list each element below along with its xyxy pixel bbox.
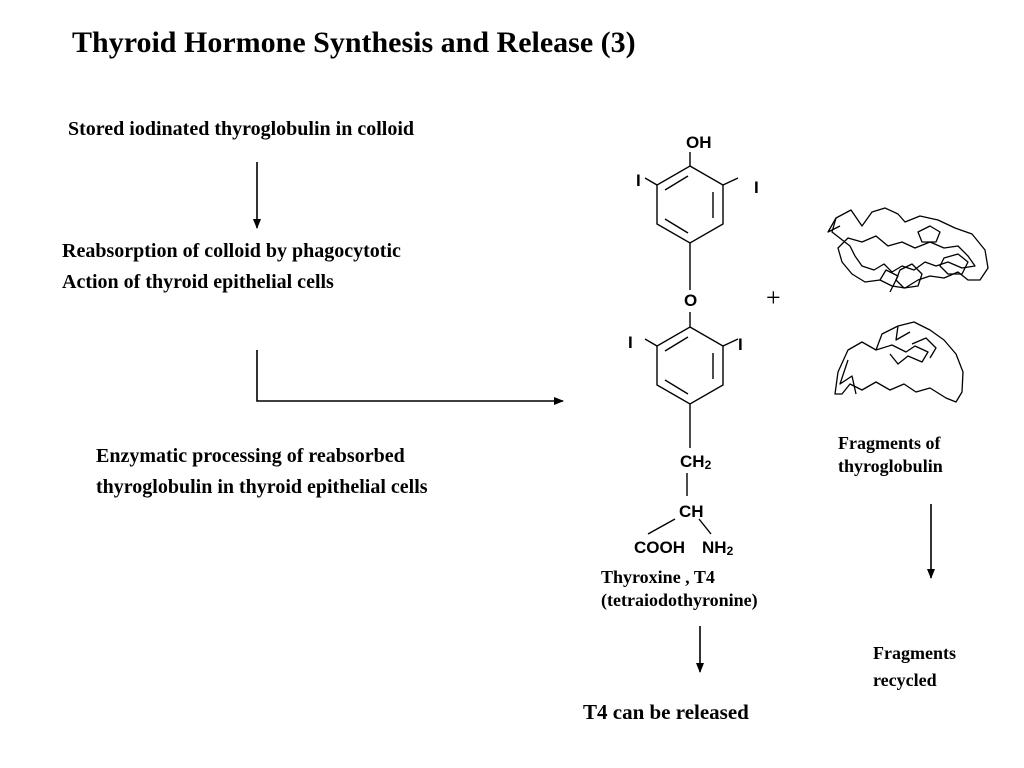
thyroxine-full-name: (tetraiodothyronine) xyxy=(601,590,758,610)
step-enzymatic-processing: Enzymatic processing of reabsorbed thyro… xyxy=(96,441,428,503)
plus-sign: + xyxy=(766,283,781,312)
fragments-label-line-2: thyroglobulin xyxy=(838,456,943,476)
iodine-label: I xyxy=(636,171,641,190)
recycled-line-2: recycled xyxy=(873,670,937,690)
step-reabsorption-line-2: Action of thyroid epithelial cells xyxy=(62,271,334,293)
slide-title: Thyroid Hormone Synthesis and Release (3… xyxy=(72,26,636,59)
ch2-subscript: 2 xyxy=(705,458,712,472)
nh2-subscript: 2 xyxy=(727,544,734,558)
t4-released-label: T4 can be released xyxy=(583,700,749,724)
ether-oxygen-label: O xyxy=(684,291,697,310)
thyroglobulin-fragment-upper xyxy=(827,207,989,293)
carboxyl-label: COOH xyxy=(634,538,685,557)
step-stored-text: Stored iodinated thyroglobulin in colloi… xyxy=(68,118,415,140)
step-enzymatic-line-2: thyroglobulin in thyroid epithelial cell… xyxy=(96,476,428,498)
thyroglobulin-fragment-lower xyxy=(834,321,964,403)
nh2-text: NH xyxy=(702,538,727,557)
amino-label: NH2 xyxy=(702,538,734,558)
thyroxine-structure xyxy=(644,152,739,535)
fragments-label-line-1: Fragments of xyxy=(838,433,941,453)
bond-iodine-upper-right xyxy=(722,177,739,186)
step-enzymatic-line-1: Enzymatic processing of reabsorbed xyxy=(96,445,405,467)
bond-ch-nh2 xyxy=(698,518,712,535)
hydroxyl-label: OH xyxy=(686,133,712,152)
lower-benzene-ring xyxy=(656,326,724,405)
methylene-label: CH2 xyxy=(680,452,712,472)
thyroxine-label: Thyroxine , T4 (tetraiodothyronine) xyxy=(601,566,758,612)
bond-iodine-lower-right xyxy=(722,338,739,347)
iodine-label: I xyxy=(738,335,743,354)
iodine-label: I xyxy=(628,333,633,352)
iodine-label: I xyxy=(754,178,759,197)
fragments-label: Fragments of thyroglobulin xyxy=(838,432,943,478)
step-reabsorption: Reabsorption of colloid by phagocytotic … xyxy=(62,236,401,298)
alpha-carbon-label: CH xyxy=(679,502,704,521)
upper-benzene-ring xyxy=(656,165,724,244)
recycled-line-1: Fragments xyxy=(873,643,956,663)
step-stored-thyroglobulin: Stored iodinated thyroglobulin in colloi… xyxy=(68,114,414,145)
ch2-text: CH xyxy=(680,452,705,471)
step-reabsorption-line-1: Reabsorption of colloid by phagocytotic xyxy=(62,240,401,262)
bond-ch-cooh xyxy=(647,518,676,535)
bond-iodine-upper-left xyxy=(644,177,658,186)
fragments-recycled-label: Fragments recycled xyxy=(873,640,956,694)
arrow-to-thyroxine xyxy=(256,350,564,405)
thyroxine-name: Thyroxine , T4 xyxy=(601,567,715,587)
bond-iodine-lower-left xyxy=(644,338,658,347)
